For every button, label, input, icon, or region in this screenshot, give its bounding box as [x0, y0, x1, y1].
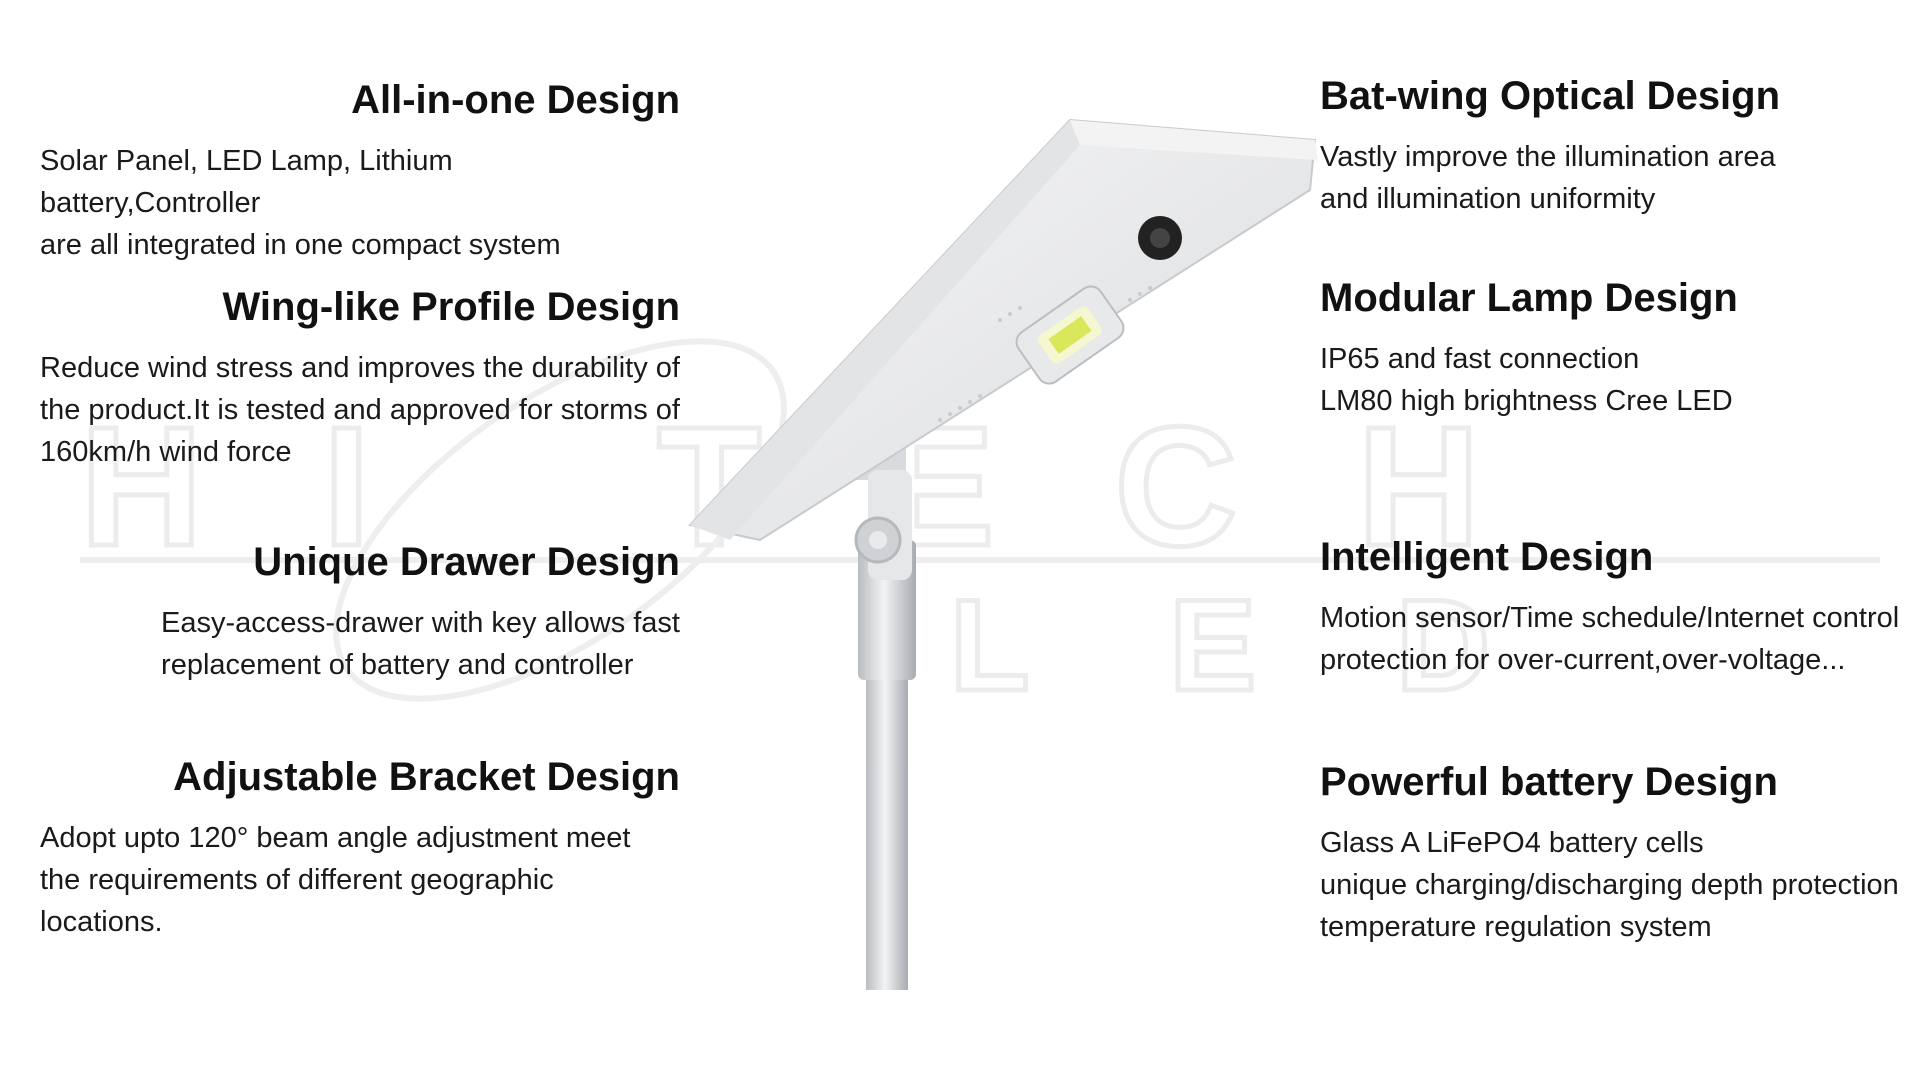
- feature-all-in-one: All-in-one Design Solar Panel, LED Lamp,…: [40, 78, 680, 266]
- feature-line: protection for over-current,over-voltage…: [1320, 644, 1846, 676]
- feature-line: Motion sensor/Time schedule/Internet con…: [1320, 602, 1900, 634]
- feature-line: the requirements of different geographic…: [40, 864, 554, 938]
- feature-description: IP65 and fast connection LM80 high brigh…: [1320, 338, 1920, 422]
- feature-title: Wing-like Profile Design: [222, 285, 680, 329]
- feature-drawer: Unique Drawer Design Easy-access-drawer …: [40, 540, 680, 686]
- feature-description: Adopt upto 120° beam angle adjustment me…: [40, 817, 680, 943]
- feature-description: Reduce wind stress and improves the dura…: [40, 347, 680, 473]
- feature-line: Adopt upto 120° beam angle adjustment me…: [40, 822, 631, 854]
- feature-line: LM80 high brightness Cree LED: [1320, 385, 1733, 417]
- feature-bracket: Adjustable Bracket Design Adopt upto 120…: [40, 755, 680, 943]
- feature-line: unique charging/discharging depth protec…: [1320, 869, 1899, 901]
- feature-title: Bat-wing Optical Design: [1320, 74, 1781, 118]
- feature-title: Adjustable Bracket Design: [173, 755, 680, 799]
- feature-line: and illumination uniformity: [1320, 183, 1656, 215]
- feature-title: Intelligent Design: [1320, 535, 1654, 579]
- feature-line: temperature regulation system: [1320, 911, 1712, 943]
- feature-line: replacement of battery and controller: [161, 649, 634, 681]
- vent-dots: [938, 286, 1152, 422]
- feature-title: Unique Drawer Design: [253, 540, 680, 584]
- feature-line: 160km/h wind force: [40, 436, 292, 468]
- feature-description: Easy-access-drawer with key allows fast …: [161, 602, 680, 686]
- feature-line: Glass A LiFePO4 battery cells: [1320, 827, 1704, 859]
- feature-bat-wing: Bat-wing Optical Design Vastly improve t…: [1320, 74, 1920, 220]
- feature-line: the product.It is tested and approved fo…: [40, 394, 680, 426]
- led-module: [1015, 285, 1125, 385]
- feature-line: Vastly improve the illumination area: [1320, 141, 1776, 173]
- feature-line: Easy-access-drawer with key allows fast: [161, 607, 680, 639]
- feature-line: Reduce wind stress and improves the dura…: [40, 352, 680, 384]
- lamp-housing: [688, 118, 1318, 542]
- pole: [858, 540, 916, 990]
- feature-title: All-in-one Design: [351, 78, 680, 122]
- feature-description: Solar Panel, LED Lamp, Lithium battery,C…: [40, 140, 680, 266]
- feature-description: Vastly improve the illumination area and…: [1320, 136, 1920, 220]
- feature-description: Glass A LiFePO4 battery cells unique cha…: [1320, 822, 1920, 948]
- feature-modular-lamp: Modular Lamp Design IP65 and fast connec…: [1320, 276, 1920, 422]
- feature-intelligent: Intelligent Design Motion sensor/Time sc…: [1320, 535, 1920, 681]
- feature-line: are all integrated in one compact system: [40, 229, 561, 261]
- feature-battery: Powerful battery Design Glass A LiFePO4 …: [1320, 760, 1920, 948]
- feature-title: Modular Lamp Design: [1320, 276, 1738, 320]
- feature-title: Powerful battery Design: [1320, 760, 1778, 804]
- feature-description: Motion sensor/Time schedule/Internet con…: [1320, 597, 1920, 681]
- motion-sensor: [1138, 216, 1182, 260]
- feature-wing-profile: Wing-like Profile Design Reduce wind str…: [40, 285, 680, 473]
- feature-line: IP65 and fast connection: [1320, 343, 1640, 375]
- feature-line: Solar Panel, LED Lamp, Lithium battery,C…: [40, 145, 453, 219]
